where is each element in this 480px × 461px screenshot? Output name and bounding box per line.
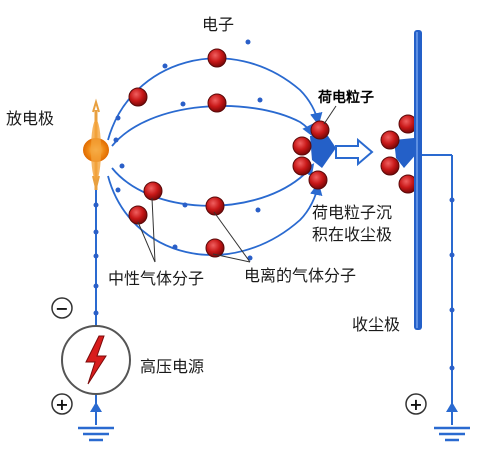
label-electron: 电子 <box>202 15 234 34</box>
positive-terminal-left: + <box>51 393 73 415</box>
label-hv-source: 高压电源 <box>140 357 204 376</box>
electron-dots <box>113 39 263 261</box>
gas-molecules <box>128 48 227 258</box>
charged-particle-cluster <box>292 120 336 190</box>
positive-terminal-right: + <box>405 393 427 415</box>
label-collector: 收尘极 <box>352 315 400 334</box>
callout-lines <box>137 105 337 263</box>
ground-symbol-left <box>78 402 114 442</box>
emitter-wire <box>93 190 99 425</box>
label-charged-particle: 荷电粒子 <box>317 89 374 106</box>
lightning-bolt-icon <box>85 335 107 385</box>
label-neutral-molecule: 中性气体分子 <box>108 269 204 288</box>
collector-wire <box>422 154 455 425</box>
negative-terminal: − <box>51 297 73 319</box>
label-ionized-molecule: 电离的气体分子 <box>244 266 356 285</box>
high-voltage-source <box>61 325 131 395</box>
ground-symbol-right <box>434 402 470 442</box>
deposited-particle-cluster <box>380 114 418 194</box>
motion-arrow <box>335 137 374 167</box>
emitter-electrode <box>83 98 109 190</box>
collector-plate <box>414 30 422 330</box>
label-deposited-line1: 荷电粒子沉 <box>312 203 392 222</box>
plus-sign-right: + <box>409 395 422 414</box>
label-emitter: 放电极 <box>6 109 54 128</box>
label-deposited-line2: 积在收尘极 <box>312 225 392 244</box>
minus-sign: − <box>55 299 68 318</box>
plus-sign-left: + <box>55 395 68 414</box>
